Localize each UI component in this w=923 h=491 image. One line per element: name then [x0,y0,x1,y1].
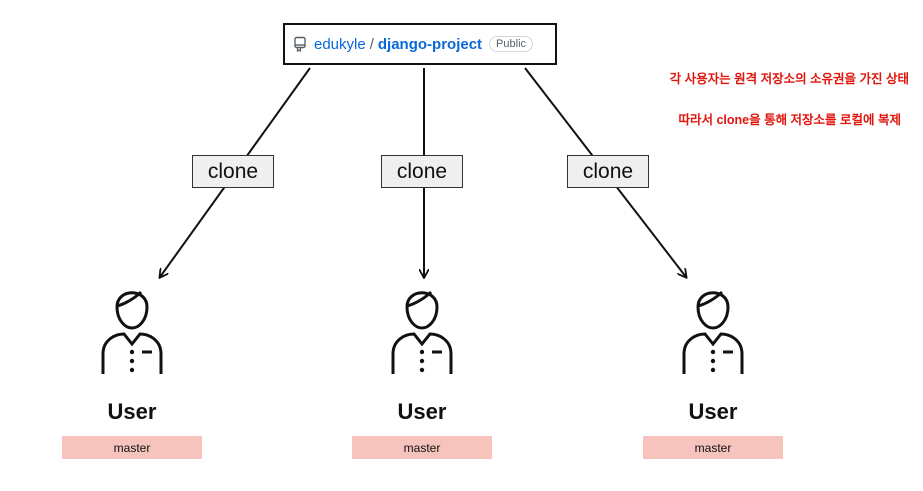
note-clone-local: 따라서 clone을 통해 저장소를 로컬에 복제 [678,113,901,127]
branch-badge: master [643,436,783,459]
user-label: User [107,399,157,424]
person-icon [97,282,167,382]
branch-badge: master [352,436,492,459]
clone-label-left: clone [192,155,274,188]
user-label: User [397,399,447,424]
visibility-badge: Public [489,36,534,52]
person-icon [678,282,748,382]
note-ownership: 각 사용자는 원격 저장소의 소유권을 가진 상태 [669,72,909,86]
clone-label-right: clone [567,155,649,188]
repo-icon [293,36,307,52]
clone-label-center: clone [381,155,463,188]
user-label: User [688,399,738,424]
repo-owner-link[interactable]: edukyle [314,35,366,53]
branch-badge: master [62,436,202,459]
repo-separator: / [369,35,374,53]
repo-name-link[interactable]: django-project [377,35,483,53]
person-icon [387,282,457,382]
repository-box[interactable]: edukyle / django-project Public [283,23,557,65]
